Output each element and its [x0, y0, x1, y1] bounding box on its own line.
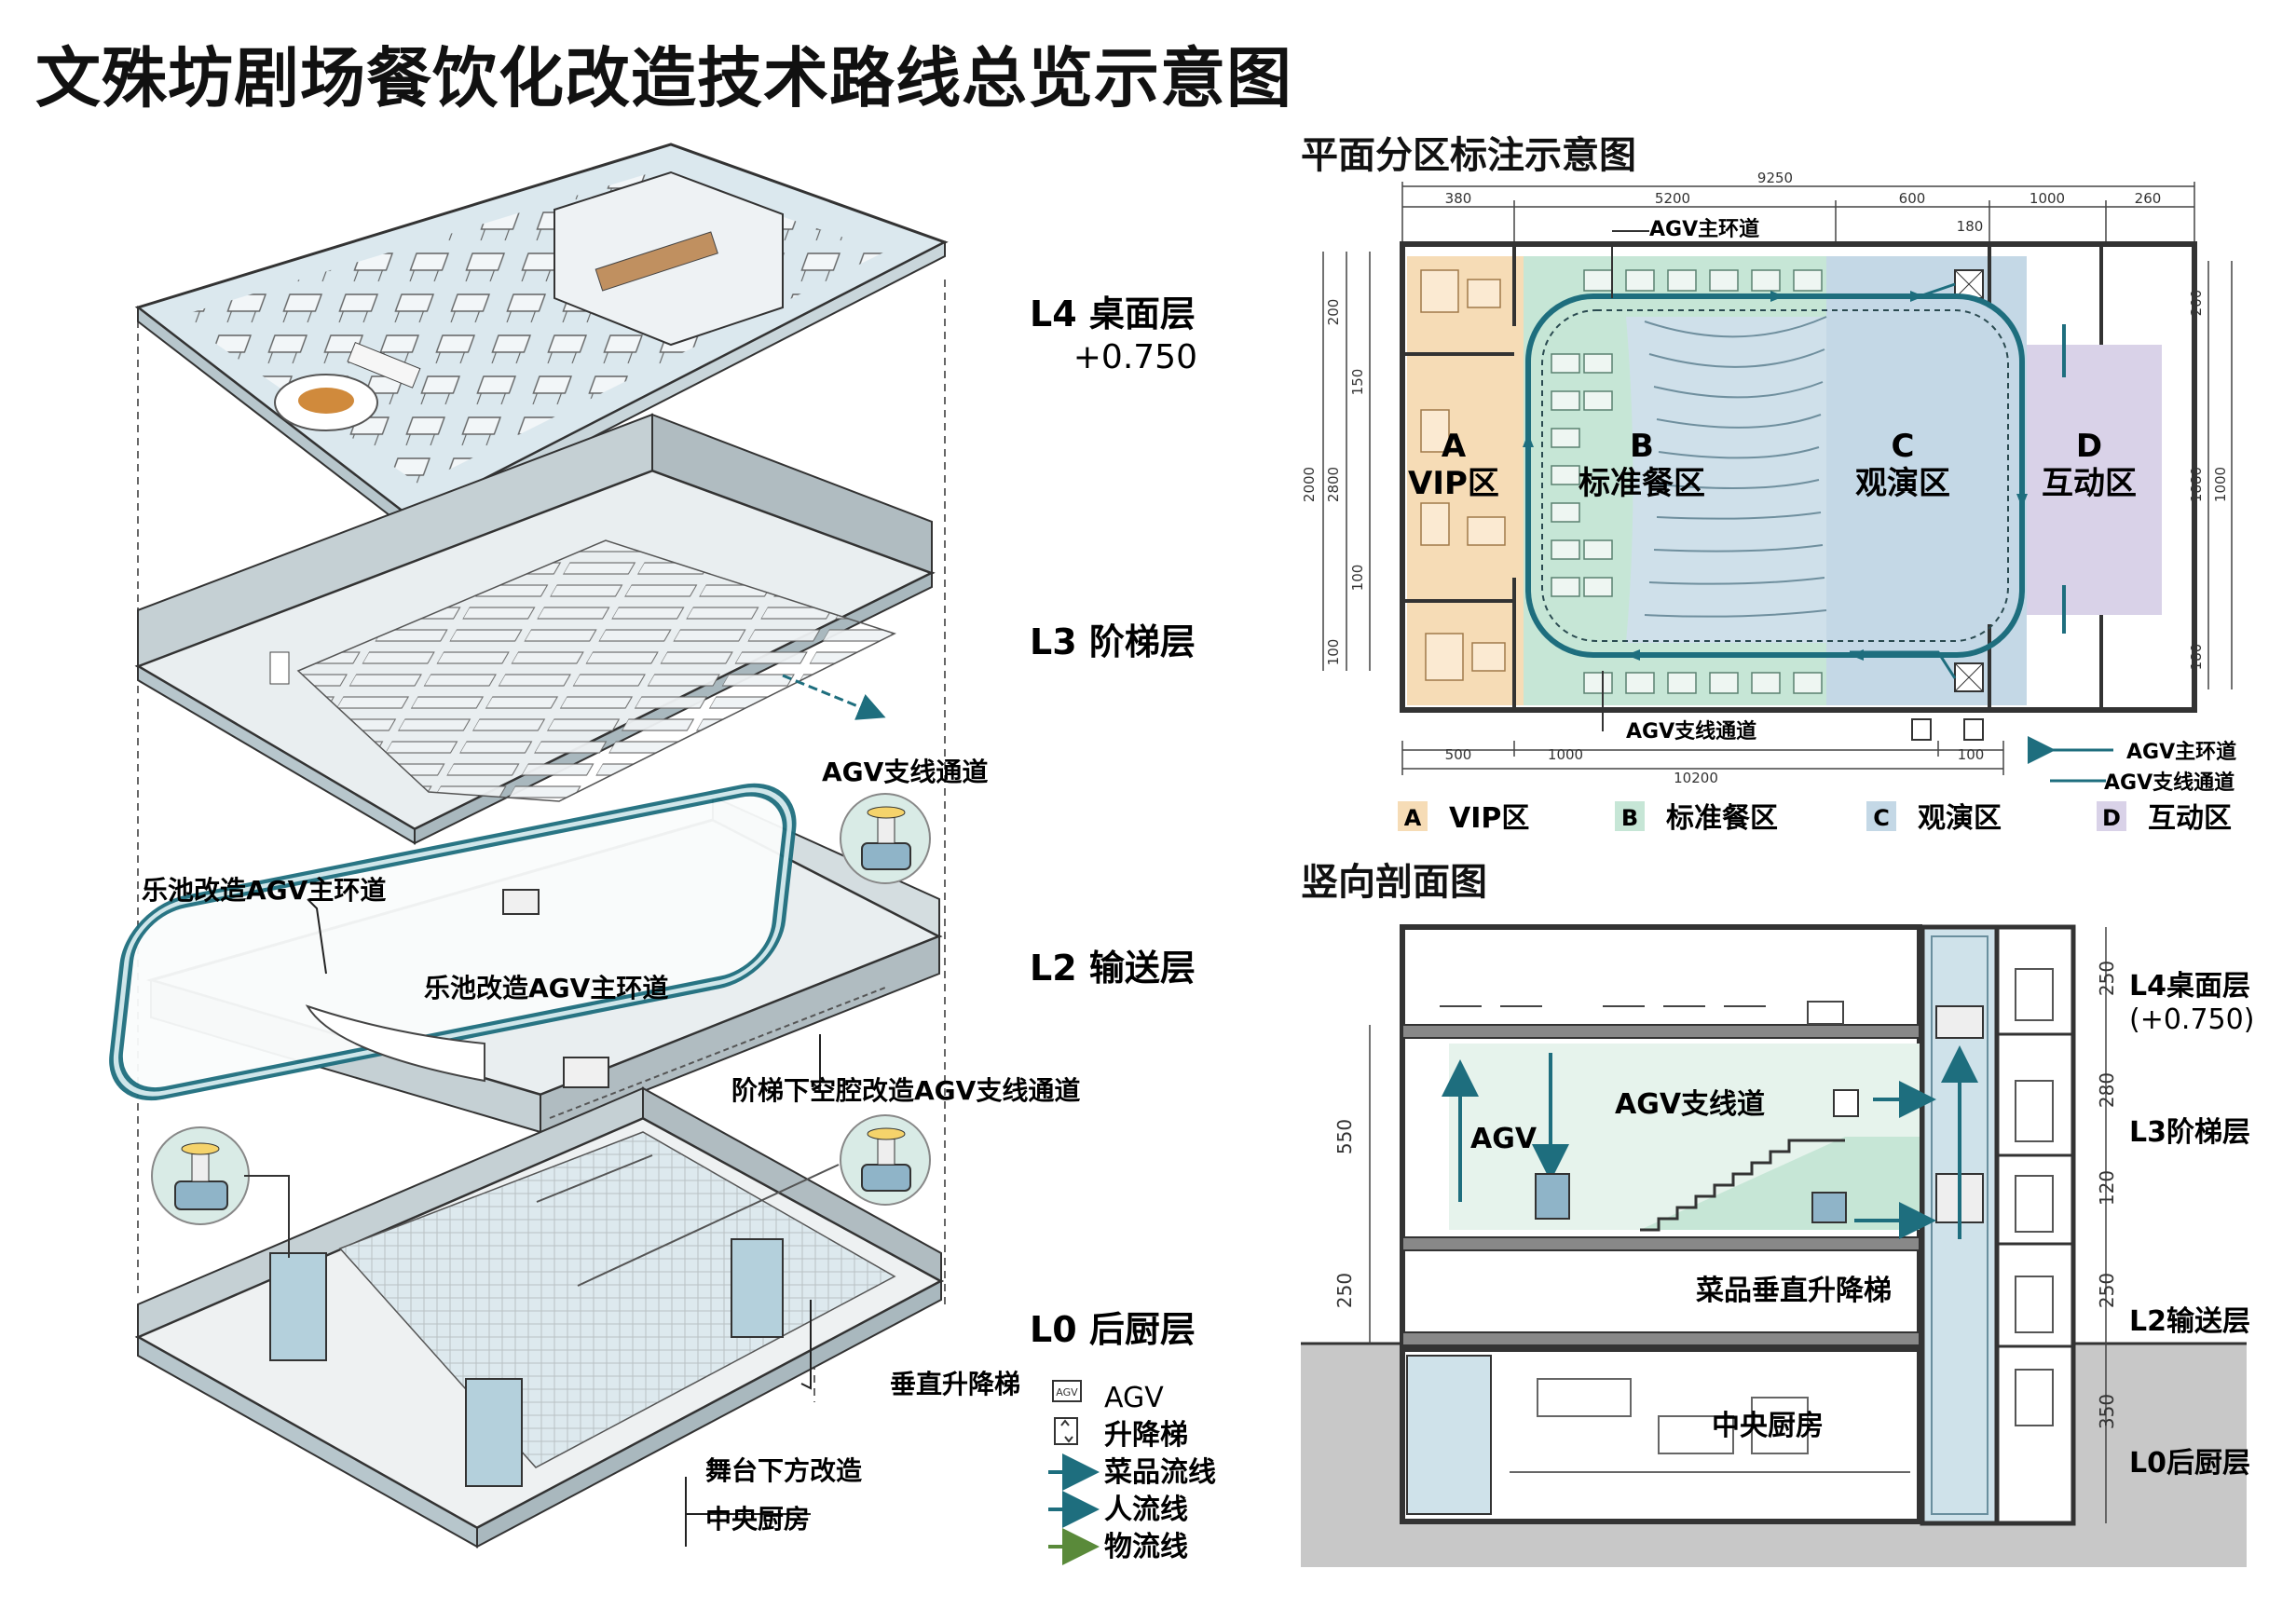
axon-label-lift: 垂直升降梯 — [890, 1369, 1020, 1399]
svg-text:AGV: AGV — [1056, 1386, 1078, 1399]
axon-label-kitchen-line2: 中央厨房 — [705, 1504, 810, 1535]
axon-level-l2: L2 输送层 — [1030, 948, 1196, 989]
axon-legend: AGV AGV 升降梯 菜品流线 人流线 物流线 — [1048, 1380, 1216, 1565]
axon-label-under-stair: 阶梯下空腔改造AGV支线通道 — [731, 1075, 1080, 1106]
axon-legend-people: 人流线 — [1104, 1494, 1188, 1526]
axon-l0-plate — [134, 1086, 945, 1549]
axon-legend-agv: AGV — [1104, 1382, 1164, 1414]
axon-l3-plate — [134, 413, 936, 845]
section-title: 竖向剖面图 — [1301, 861, 1487, 904]
axon-l3-branch-arrow — [782, 674, 886, 720]
agv-badge-left — [151, 1126, 250, 1225]
axon-label-pit-loop-outer: 乐池改造AGV主环道 — [142, 875, 386, 906]
main-title: 文殊坊剧场餐饮化改造技术路线总览示意图 — [35, 40, 1292, 116]
axon-l2-plate — [109, 783, 943, 1134]
axon-level-l3: L3 阶梯层 — [1030, 621, 1196, 662]
axon-legend-dish: 菜品流线 — [1104, 1456, 1216, 1489]
axon-leaders — [307, 898, 821, 1547]
axon-level-l0: L0 后厨层 — [1030, 1309, 1196, 1350]
axon-lift-mid — [465, 1378, 523, 1487]
axon-label-pit-loop-inner: 乐池改造AGV主环道 — [424, 973, 668, 1003]
axon-level-l4: L4 桌面层 — [1030, 293, 1196, 334]
agv-badge-right — [840, 1114, 931, 1206]
axon-label-kitchen-line1: 舞台下方改造 — [705, 1455, 862, 1486]
agv-badge-top — [840, 793, 931, 884]
axon-lift-left — [269, 1252, 327, 1361]
axon-legend-goods: 物流线 — [1104, 1531, 1188, 1563]
axon-lift-right — [731, 1238, 784, 1338]
axon-label-agv-branch: AGV支线通道 — [822, 757, 988, 787]
axon-level-l4-sub: +0.750 — [1073, 338, 1197, 376]
axon-legend-lift: 升降梯 — [1104, 1419, 1188, 1452]
agv-legend-icon — [1052, 1380, 1082, 1402]
plan-title: 平面分区标注示意图 — [1301, 134, 1636, 177]
